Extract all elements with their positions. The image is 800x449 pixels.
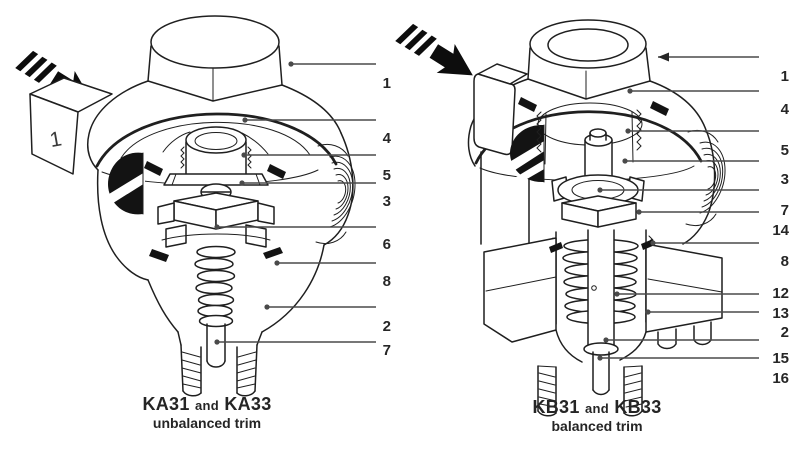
callout-number: 1: [383, 75, 391, 92]
bolt-hole-disc: [510, 124, 546, 183]
piston-and-guides: [536, 109, 642, 183]
leader-dot: [625, 128, 631, 134]
spring: [194, 245, 236, 328]
bottom-connection: [177, 331, 263, 397]
inlet-flange: 1: [29, 77, 113, 175]
callout-number: 14: [772, 222, 789, 239]
cut-accents: [518, 97, 669, 253]
leader-dot: [603, 337, 609, 343]
callout-number: 8: [781, 253, 789, 270]
trim-type: balanced trim: [551, 417, 643, 434]
caption-left-valve: KA31 and KA33 unbalanced trim: [100, 394, 314, 431]
callout-number: 5: [383, 167, 391, 184]
valve-head-cup: [163, 126, 269, 201]
leader-dot: [239, 180, 245, 186]
callout-number: 8: [383, 273, 391, 290]
outlet-threads: [685, 129, 726, 227]
callout-number: 15: [772, 350, 789, 367]
callout-number: 13: [772, 305, 789, 322]
leader-dot: [645, 309, 651, 315]
callout-number: 16: [772, 370, 789, 387]
leader-dot: [636, 209, 642, 215]
leader-dot: [214, 224, 220, 230]
leader-dot: [288, 61, 294, 67]
leader-dot: [241, 152, 247, 158]
bonnet-cap: [527, 19, 651, 100]
callout-number: 4: [383, 130, 392, 147]
callout-number: 1: [781, 68, 789, 85]
callout-number: 5: [781, 142, 789, 159]
valve-stem: [206, 323, 226, 368]
caption-right-valve: KB31 and KB33 balanced trim: [490, 397, 704, 434]
leader-dot: [650, 240, 656, 246]
model-names: KB31 and KB33: [532, 397, 662, 417]
leader-dot: [614, 291, 620, 297]
leader-dot: [627, 88, 633, 94]
bottom-studs: [537, 365, 643, 417]
leader-dot: [597, 355, 603, 361]
cast-mark: 1: [48, 127, 64, 152]
leader-dot: [597, 187, 603, 193]
callout-number: 2: [383, 318, 391, 335]
callout-number: 12: [772, 285, 789, 302]
bonnet-cap: [147, 15, 283, 102]
leader-dot: [274, 260, 280, 266]
left-valve-drawing: 1: [15, 15, 356, 397]
valve-stem: [583, 229, 619, 396]
callout-number: 4: [781, 101, 790, 118]
model-names: KA31 and KA33: [142, 394, 272, 414]
flow-arrow-icon: [395, 23, 473, 76]
right-valve-drawing: [395, 19, 726, 417]
bolt-hole-disc: [108, 152, 145, 215]
leader-dot: [622, 158, 628, 164]
outlet-threads: [315, 143, 356, 245]
stem-nut: [157, 192, 275, 248]
callout-number: 6: [383, 236, 391, 253]
callout-number: 2: [781, 324, 789, 341]
leader-arrowhead-icon: [658, 52, 669, 62]
trim-type: unbalanced trim: [152, 414, 262, 431]
retainer-and-nut: [551, 174, 645, 228]
cut-accents: [144, 161, 286, 262]
leader-dot: [214, 339, 220, 345]
lower-body-blocks: [483, 237, 723, 363]
callout-number: 3: [383, 193, 391, 210]
valve-body: [86, 80, 354, 333]
leader-dot: [242, 117, 248, 123]
leader-dot: [264, 304, 270, 310]
callout-number: 3: [781, 171, 789, 188]
callout-number: 7: [383, 342, 391, 359]
callout-number: 7: [781, 202, 789, 219]
